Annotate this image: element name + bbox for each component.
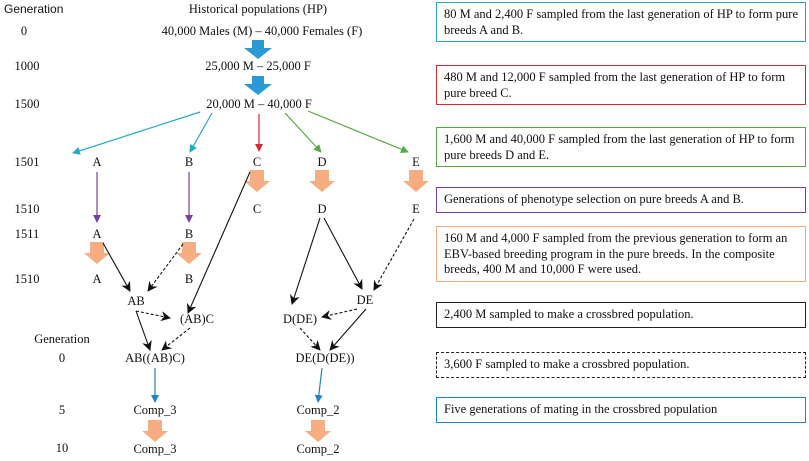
legend-text: 3,600 F sampled to make a crossbred popu… [444,357,690,371]
ab-to-abc-dashed-line [135,310,171,322]
cross-ab: AB [127,294,144,308]
hp-population-gen0: 40,000 Males (M) – 40,000 Females (F) [162,24,363,38]
legend-box-ab-sampling: 80 M and 2,400 F sampled from the last g… [436,2,806,42]
blue-arrow-comp2 [314,367,323,403]
gen-5: 5 [59,403,65,417]
a-to-ab-line [102,242,131,292]
cyan-arrow-to-b [189,112,213,153]
cross-de-dde: DE(D(DE)) [295,351,354,365]
historical-populations-header: Historical populations (HP) [189,2,327,16]
breed-c-gen1510: C [253,202,261,216]
legend-text: 1,600 M and 40,000 F sampled from the la… [444,132,795,162]
legend-box-de-sampling: 1,600 M and 40,000 F sampled from the la… [436,127,806,167]
legend-text: 160 M and 4,000 F sampled from the previ… [444,231,788,276]
e-to-de-dashed-line [373,218,415,291]
legend-text: 480 M and 12,000 F sampled from the last… [444,70,786,100]
de-to-final-line [329,308,367,351]
breed-d: D [317,155,326,169]
b-to-ab-dashed-line [147,243,184,292]
gen-0: 0 [21,24,27,38]
abc-to-final-dashed-line [161,327,191,351]
breed-a-gen1510-second: A [92,272,101,286]
hp-population-gen1500: 20,000 M – 40,000 F [206,97,312,111]
orange-down-arrow [403,170,429,192]
generation-label-crossbred: Generation [34,332,90,346]
legend-text: 2,400 M sampled to make a crossbred popu… [444,307,694,321]
breed-c: C [253,155,261,169]
legend-text: Five generations of mating in the crossb… [444,402,718,416]
ab-to-final-line [135,310,152,351]
orange-down-arrow [305,420,331,442]
breed-e: E [412,155,420,169]
c-to-abc-line [187,171,251,314]
legend-box-phenotype-selection: Generations of phenotype selection on pu… [436,187,806,213]
gen-10: 10 [56,441,69,455]
breed-b-gen1511: B [185,227,193,241]
cross-de: DE [357,293,374,307]
composite-comp3-gen10: Comp_3 [133,442,176,456]
cyan-arrow-to-a [72,111,201,155]
hp-population-gen1000: 25,000 M – 25,000 F [205,59,311,73]
green-arrow-to-d [284,112,322,153]
dde-to-final-dashed-line [299,327,321,351]
legend-box-females-crossbred: 3,600 F sampled to make a crossbred popu… [436,352,806,378]
de-to-dde-dashed-line [321,308,358,320]
gen-1501: 1501 [15,155,40,169]
composite-comp2-gen10: Comp_2 [296,442,339,456]
gen-1510: 1510 [15,202,40,216]
gen-1511: 1511 [15,227,40,241]
legend-text: 80 M and 2,400 F sampled from the last g… [444,7,798,37]
cross-ab-abc: AB((AB)C) [125,351,185,365]
orange-down-arrow [309,170,335,192]
gen-0-crossbred: 0 [59,351,65,365]
legend-box-five-generations: Five generations of mating in the crossb… [436,397,806,423]
d-to-dde-line [290,217,321,305]
orange-down-arrow [84,242,110,264]
gen-1510-second: 1510 [15,272,40,286]
composite-comp3: Comp_3 [133,403,176,417]
gen-1000: 1000 [15,59,40,73]
blue-down-arrow [244,40,272,59]
breed-d-gen1510: D [317,202,326,216]
orange-down-arrow [176,242,202,264]
legend-text: Generations of phenotype selection on pu… [444,192,744,206]
gen-1500: 1500 [15,97,40,111]
legend-box-c-sampling: 480 M and 12,000 F sampled from the last… [436,65,806,105]
breed-a: A [92,155,101,169]
legend-box-ebv-program: 160 M and 4,000 F sampled from the previ… [436,226,806,282]
blue-down-arrow [244,76,272,95]
legend-box-males-crossbred: 2,400 M sampled to make a crossbred popu… [436,302,806,328]
breed-a-gen1511: A [92,227,101,241]
cross-abc: (AB)C [180,312,214,326]
breed-b-gen1510-second: B [185,272,193,286]
breed-b: B [185,155,193,169]
breed-e-gen1510: E [412,202,420,216]
cross-dde: D(DE) [283,312,317,326]
composite-comp2: Comp_2 [296,403,339,417]
green-arrow-to-e [307,110,409,154]
generation-header: Generation [4,2,63,16]
orange-down-arrow [244,170,270,192]
orange-down-arrow [142,420,168,442]
d-to-de-line [323,217,363,290]
